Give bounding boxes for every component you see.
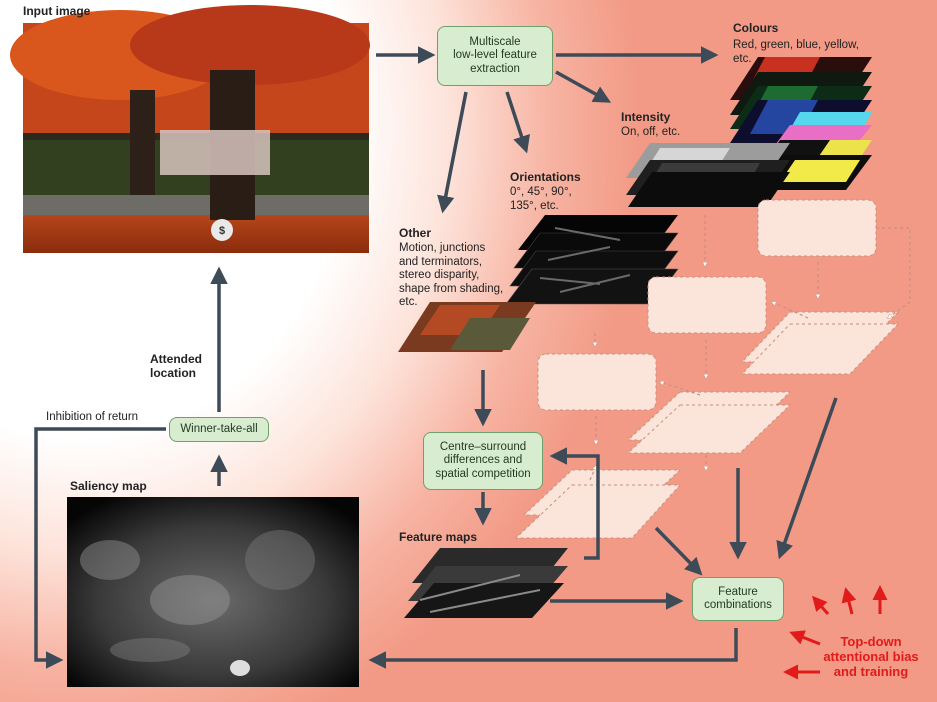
- feature-maps-label: Feature maps: [399, 530, 478, 544]
- ghost-arrows: [589, 215, 911, 481]
- input-image-label: Input image: [23, 4, 91, 18]
- orientations-layer-stack: [505, 215, 679, 305]
- winner-take-all-box: Winner-take-all: [169, 417, 269, 442]
- attended-location-label: Attended location: [150, 352, 202, 380]
- feature-combinations-box: Feature combinations: [692, 577, 784, 621]
- ghost-feature-pipeline: [514, 199, 900, 539]
- saliency-map-label: Saliency map: [70, 479, 147, 493]
- centre-surround-box: Centre–surround differences and spatial …: [423, 432, 543, 490]
- input-image: $: [10, 5, 370, 253]
- multiscale-feature-extraction-box: Multiscale low-level feature extraction: [437, 26, 553, 86]
- feature-maps-stack: [404, 548, 568, 618]
- intensity-layer-stack: [626, 143, 790, 207]
- orientations-title: Orientations: [510, 170, 581, 184]
- other-description: Motion, junctions and terminators, stere…: [399, 242, 504, 308]
- inhibition-of-return-label: Inhibition of return: [46, 411, 139, 423]
- top-down-bias-label: Top-down attentional bias and training: [823, 634, 919, 679]
- other-layer: [398, 302, 536, 352]
- money-bag-icon: $: [219, 225, 225, 237]
- saliency-map: [67, 497, 359, 687]
- other-title: Other: [399, 226, 432, 240]
- colours-description: Red, green, blue, yellow, etc.: [733, 39, 859, 65]
- intensity-description: On, off, etc.: [621, 126, 681, 138]
- orientations-description: 0°, 45°, 90°, 135°, etc.: [510, 186, 572, 212]
- top-down-arrows: [783, 585, 888, 680]
- intensity-title: Intensity: [621, 110, 671, 124]
- colours-title: Colours: [733, 21, 779, 35]
- flow-arrows: [34, 46, 838, 669]
